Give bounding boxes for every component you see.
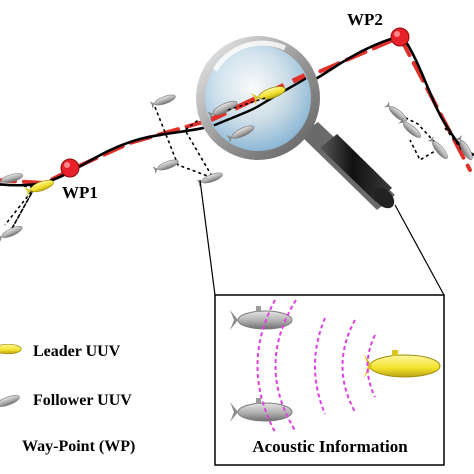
follower-uuv — [383, 100, 410, 125]
magnifier-icon — [196, 36, 395, 210]
legend-leader-label: Leader UUV — [33, 343, 121, 360]
follower-uuv — [149, 91, 178, 110]
planned-path — [0, 34, 472, 186]
inset-caption: Acoustic Information — [252, 437, 408, 456]
waypoint-wp2: WP2 — [347, 10, 410, 47]
follower-uuv — [0, 223, 25, 243]
follower-uuv-icon — [0, 392, 22, 412]
legend-waypoint-label: Way-Point (WP) — [22, 438, 135, 455]
legend-follower: Follower UUV — [0, 392, 132, 412]
waypoint-dot-icon — [60, 158, 80, 178]
legend-leader: Leader UUV — [0, 342, 121, 360]
follower-uuv — [397, 116, 424, 141]
acoustic-waves — [256, 299, 376, 433]
follower-uuv — [152, 156, 181, 175]
follower-uuv — [426, 135, 451, 162]
zoom-connectors — [199, 179, 445, 296]
legend-follower-label: Follower UUV — [33, 392, 132, 409]
legend: Leader UUV Follower UUV Way-Point (WP) — [0, 342, 135, 455]
waypoint-wp1: WP1 — [60, 158, 98, 202]
leader-uuv — [364, 350, 441, 378]
wp1-label: WP1 — [62, 183, 98, 202]
waypoint-dot-icon — [390, 27, 410, 47]
wp2-label: WP2 — [347, 10, 383, 29]
acoustic-inset: Acoustic Information — [214, 294, 445, 466]
leader-uuv-icon — [0, 342, 22, 356]
